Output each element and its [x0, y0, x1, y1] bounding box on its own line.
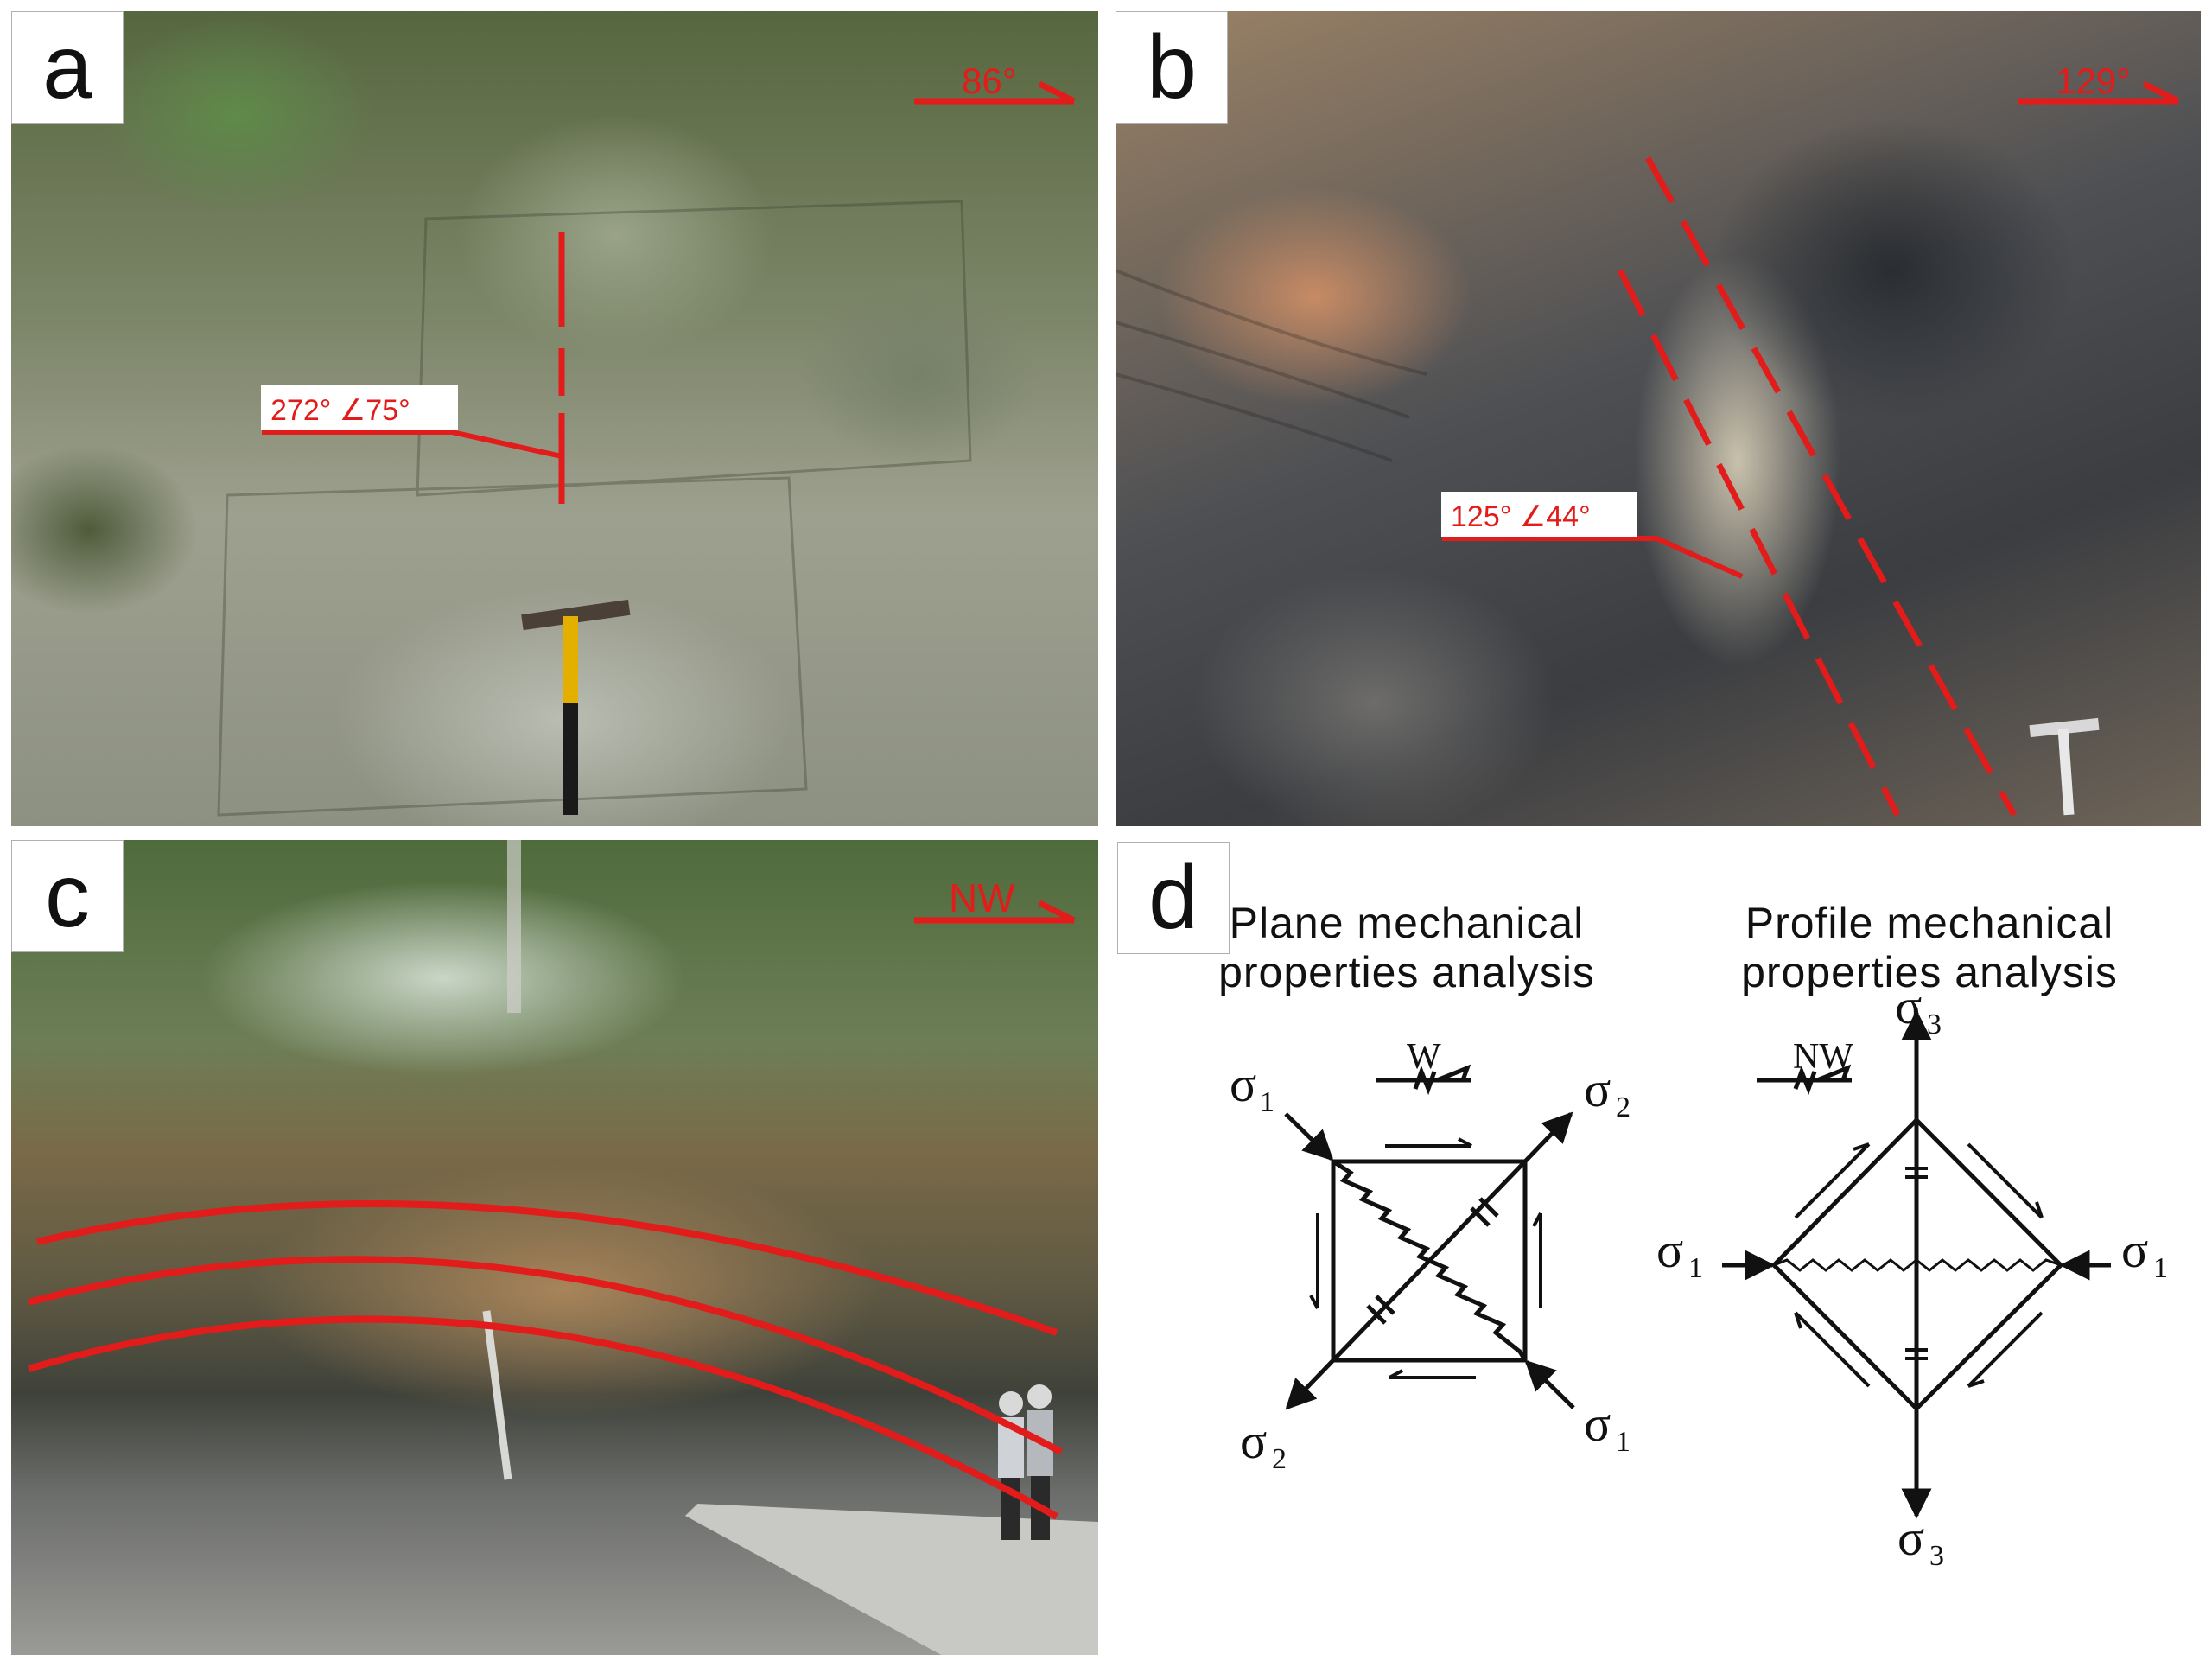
leader-line-b [1442, 536, 1744, 579]
plane-direction-symbol [1376, 1064, 1471, 1096]
direction-label-a: 86° [962, 60, 1017, 101]
panel-a-annotations: 86° 272° ∠75° [217, 60, 1076, 817]
plane-sigma1-bottom: σ [1584, 1396, 1611, 1452]
profile-stylolite [1773, 1258, 2062, 1272]
tree-trunk [507, 840, 521, 1013]
plane-diagram [1284, 1064, 1575, 1410]
profile-sigma1-left: σ [1656, 1222, 1683, 1278]
plane-sigma2-arrow-bottom [1285, 1358, 1335, 1410]
profile-direction-symbol [1757, 1064, 1852, 1096]
direction-arrow-c [914, 900, 1076, 924]
plane-sigma1-arrow-bottom [1524, 1359, 1575, 1409]
plane-sigma1-arrow-top [1284, 1112, 1334, 1161]
profile-sigma3-bottom-sub: 3 [1929, 1540, 1944, 1572]
plane-sigma2-top-sub: 2 [1616, 1091, 1630, 1123]
profile-title-line1: Profile mechanical [1745, 899, 2114, 947]
plane-sigma1-bottom-sub: 1 [1616, 1426, 1630, 1458]
plane-diagonal-stylolite [1332, 1159, 1528, 1362]
photo-panel-c: NW c [11, 840, 1098, 1655]
profile-diagram [1722, 1009, 2111, 1519]
fold-traces [27, 1200, 1063, 1520]
attitude-label-b: 125° ∠44° [1451, 500, 1591, 533]
profile-analysis-title: Profile mechanical properties analysis [1688, 899, 2171, 997]
profile-sigma3-bottom: σ [1897, 1510, 1924, 1566]
fault-boundary-left [1617, 269, 1901, 817]
plane-sigma2-top: σ [1584, 1061, 1611, 1117]
plane-sigma1-top-sub: 1 [1260, 1086, 1274, 1118]
pole [482, 1310, 512, 1480]
profile-shear-arrows [1794, 1142, 2044, 1388]
plane-sigma2-bottom-sub: 2 [1272, 1443, 1287, 1475]
panel-label-d: d [1117, 842, 1230, 954]
fold-trace-middle [27, 1256, 1063, 1455]
direction-arrow-a [914, 80, 1076, 105]
plane-title-line2: properties analysis [1218, 948, 1595, 996]
people [998, 1384, 1053, 1540]
profile-direction-label: NW [1793, 1037, 1853, 1077]
panel-b-annotations: 129° 125° ∠44° [1116, 60, 2180, 817]
panel-c-annotations: NW [27, 840, 1076, 1540]
plane-shear-arrows [1309, 1137, 1542, 1379]
panel-label-a: a [11, 11, 124, 124]
profile-sigma1-left-sub: 1 [1688, 1252, 1703, 1284]
profile-tension-ticks [1905, 1167, 1928, 1360]
leader-line-a [262, 429, 563, 459]
plane-direction-label: W [1407, 1037, 1441, 1077]
plane-tension-ticks [1366, 1197, 1499, 1325]
direction-arrow-b [2018, 80, 2180, 105]
plane-analysis-title: Plane mechanical properties analysis [1208, 899, 1605, 997]
stress-diagrams: W σ 1 σ 2 σ 2 σ 1 [1230, 978, 2168, 1572]
fold-trace-upper [36, 1200, 1058, 1336]
plane-square [1331, 1159, 1528, 1363]
profile-sigma3-top-sub: 3 [1927, 1008, 1942, 1040]
profile-title-line2: properties analysis [1741, 948, 2118, 996]
profile-sigma1-right-sub: 1 [2153, 1252, 2168, 1284]
plane-sigma2-arrow-top [1523, 1111, 1573, 1163]
direction-label-b: 129° [2056, 60, 2131, 101]
plane-sigma2-bottom: σ [1240, 1413, 1267, 1469]
plane-title-line1: Plane mechanical [1229, 899, 1585, 947]
profile-sigma3-top: σ [1895, 978, 1922, 1034]
attitude-box-b [1441, 492, 1637, 537]
photo-panel-b: 129° 125° ∠44° b [1116, 11, 2201, 826]
photo-panel-a: 86° 272° ∠75° a [11, 11, 1098, 826]
attitude-label-a: 272° ∠75° [270, 394, 410, 427]
hammer [521, 599, 631, 815]
fault-boundary-right [1644, 156, 2018, 817]
attitude-box-a [261, 385, 458, 430]
plane-sigma1-top: σ [1230, 1056, 1256, 1112]
diagram-panel-d: d Plane mechanical properties analysis P… [1117, 842, 2201, 1653]
direction-label-c: NW [949, 875, 1015, 920]
profile-sigma1-right: σ [2121, 1222, 2148, 1278]
hammer [2029, 717, 2100, 816]
fold-trace-lower [27, 1315, 1058, 1520]
panel-label-c: c [11, 840, 124, 952]
panel-label-b: b [1116, 11, 1228, 124]
